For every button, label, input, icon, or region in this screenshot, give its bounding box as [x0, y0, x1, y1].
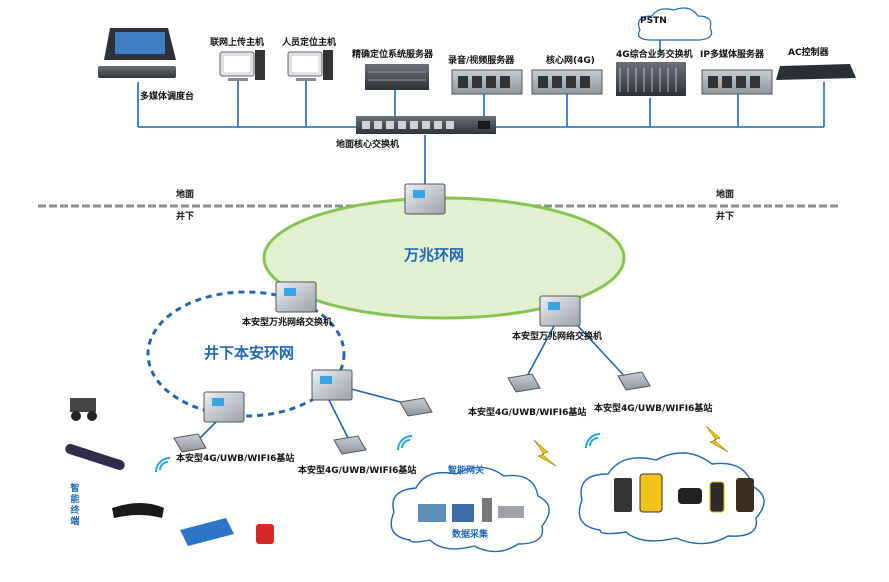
safe-ring: [146, 290, 346, 418]
ac-controller: [776, 64, 856, 80]
ring-switch-right: [539, 295, 581, 327]
core4g-label: 核心网(4G): [546, 56, 595, 66]
base-station-1: [173, 433, 207, 453]
personnel-host: [287, 50, 333, 81]
smart-terminal-label: 智能终端: [70, 484, 80, 527]
right-switch-label: 本安型万兆网络交换机: [512, 332, 603, 342]
lightning-icon: [533, 425, 729, 467]
switch4g-device: [616, 62, 686, 96]
upload-host: [219, 50, 265, 81]
core-switch-label: 地面核心交换机: [336, 140, 400, 150]
safe-switch-low: [203, 391, 245, 423]
recording-label: 录音/视频服务器: [448, 56, 515, 66]
ring-switch-left: [275, 281, 317, 313]
switch4g-label: 4G综合业务交换机: [616, 50, 693, 60]
ground-below-left: 井下: [176, 212, 195, 222]
base-station-2: [333, 435, 367, 455]
extinguisher-icon: [256, 524, 274, 544]
conveyor-icon: [180, 518, 234, 546]
core4g-server: [531, 69, 603, 95]
base-station-4: [507, 373, 541, 393]
base-station-2-label: 本安型4G/UWB/WIFI6基站: [298, 466, 417, 476]
core-switch: [356, 116, 496, 134]
ground-above-right: 地面: [716, 190, 735, 200]
base-station-5: [617, 371, 651, 391]
recording-server: [451, 69, 523, 95]
base-station-1-label: 本安型4G/UWB/WIFI6基站: [176, 454, 295, 464]
ring-switch-top: [404, 183, 446, 215]
personnel-label: 人员定位主机: [282, 38, 337, 48]
pstn-cloud: [637, 7, 713, 41]
ac-label: AC控制器: [788, 48, 829, 58]
precise-label: 精确定位系统服务器: [352, 50, 434, 60]
pstn-label: PSTN: [640, 16, 667, 26]
handheld-devices: [614, 473, 754, 513]
safe-switch-mid: [311, 369, 353, 401]
base-station-3: [399, 397, 433, 417]
left-switch-label: 本安型万兆网络交换机: [242, 318, 333, 328]
gateway-title: 智能网关: [448, 466, 485, 476]
dispatch-console: [98, 28, 176, 78]
main-ring-label: 万兆环网: [404, 246, 465, 264]
ipmedia-label: IP多媒体服务器: [700, 50, 764, 60]
ground-below-right: 井下: [716, 212, 735, 222]
precise-server: [365, 64, 429, 90]
upload-label: 联网上传主机: [210, 38, 265, 48]
gateway-subtitle: 数据采集: [452, 530, 489, 540]
dispatch-label: 多媒体调度台: [140, 92, 195, 102]
base-station-3-label: 本安型4G/UWB/WIFI6基站: [468, 408, 587, 418]
robot-icon: [70, 398, 97, 421]
ar-glasses-icon: [112, 503, 164, 518]
safe-ring-label: 井下本安环网: [204, 344, 295, 362]
wifi-icon: [155, 433, 601, 473]
gateway-devices: [418, 498, 524, 522]
base-station-4-label: 本安型4G/UWB/WIFI6基站: [594, 404, 713, 414]
ipmedia-server: [701, 69, 773, 95]
ground-above-left: 地面: [176, 190, 195, 200]
pipe-robot-icon: [65, 443, 125, 471]
